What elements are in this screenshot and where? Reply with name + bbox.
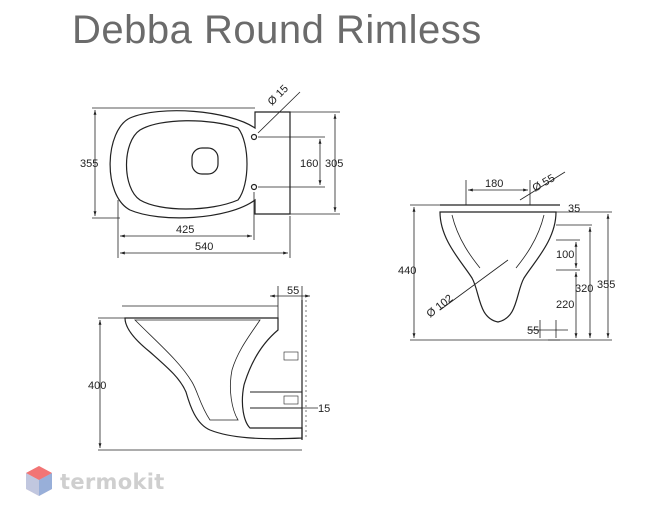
mounting-hole-top [250, 133, 258, 141]
side-view-outlet-pipe [250, 391, 302, 409]
dim-label-55-front: 55 [527, 325, 539, 337]
dim-label-320: 320 [575, 283, 593, 295]
dim-line-d15 [257, 91, 301, 134]
top-view-outlet [191, 147, 219, 175]
front-view-body [439, 211, 557, 323]
dim-label-355-front: 355 [597, 279, 615, 291]
dim-label-305: 305 [325, 158, 343, 170]
dim-label-540: 540 [195, 241, 213, 253]
dim-label-400: 400 [88, 380, 106, 392]
dim-label-d55: Ø 55 [531, 172, 558, 194]
front-view [410, 171, 612, 341]
dim-label-d102: Ø 102 [424, 292, 455, 320]
dim-label-355-top: 355 [80, 158, 98, 170]
dim-label-180: 180 [485, 178, 503, 190]
page-title: Debba Round Rimless [72, 8, 482, 52]
top-view [92, 91, 340, 258]
dim-label-100: 100 [556, 249, 574, 261]
dim-line-d102 [439, 259, 509, 311]
brand-logo: termokit [24, 464, 165, 500]
dim-label-220: 220 [556, 299, 574, 311]
mounting-hole-bottom [250, 183, 258, 191]
side-view-labels: 55 400 15 [88, 285, 330, 415]
dim-label-35: 35 [568, 203, 580, 215]
side-view [98, 286, 318, 451]
side-view-bowl [124, 317, 303, 440]
dim-label-425: 425 [176, 224, 194, 236]
brand-name: termokit [60, 470, 165, 494]
dim-label-440: 440 [398, 265, 416, 277]
front-view-labels: 180 Ø 55 35 440 100 355 320 220 Ø 102 55 [398, 172, 615, 337]
side-view-bowl-inner [134, 319, 261, 421]
top-view-bowl-inner [125, 120, 248, 210]
dim-label-160: 160 [300, 158, 318, 170]
top-view-bowl-outline [109, 110, 291, 219]
front-view-inner [451, 214, 545, 269]
dim-label-55-side: 55 [287, 285, 299, 297]
dim-line-d55 [519, 171, 566, 201]
dim-label-15: 15 [318, 403, 330, 415]
brand-hexagon-icon [26, 466, 52, 496]
